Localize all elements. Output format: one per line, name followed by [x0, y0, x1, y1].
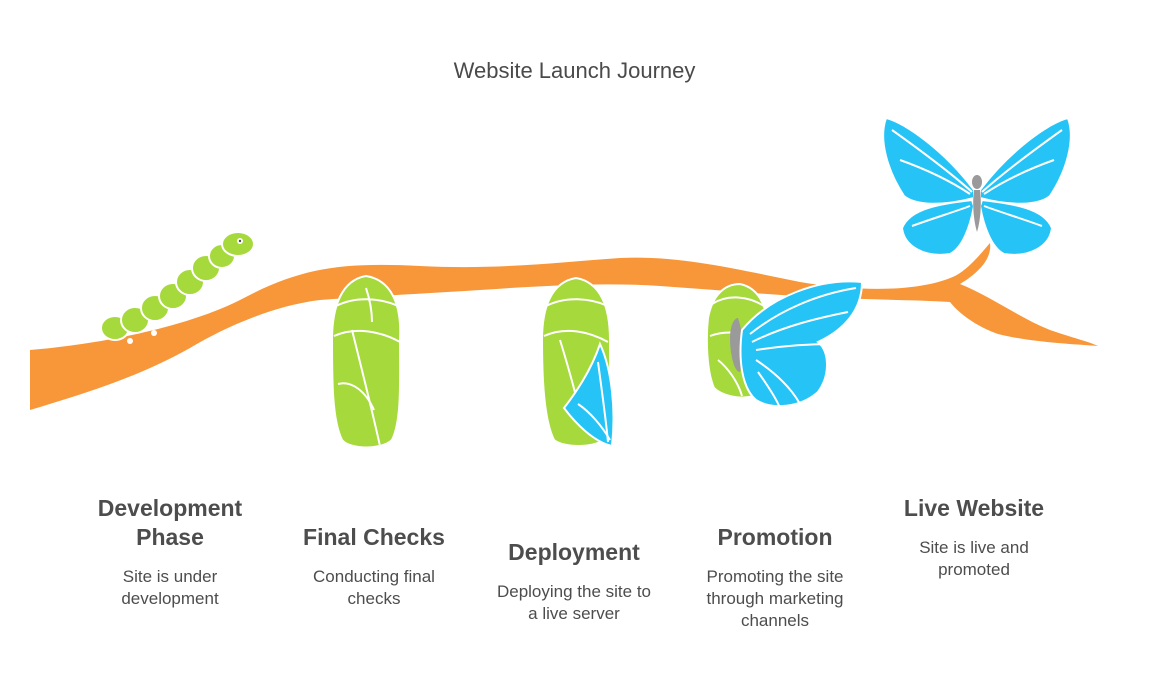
- stage-description: Site is under development: [121, 567, 219, 608]
- stage-heading: Promotion: [717, 524, 833, 550]
- chrysalis-icon: [330, 274, 402, 449]
- branch: [30, 243, 1098, 410]
- stage-heading: Development Phase: [97, 495, 243, 550]
- caterpillar-icon: [100, 231, 255, 344]
- stage-live-website: Live Website Site is live and promoted: [866, 494, 1082, 581]
- diagram-title: Website Launch Journey: [453, 58, 696, 83]
- stage-promotion: Promotion Promoting the site through mar…: [665, 523, 885, 632]
- stage-final-checks: Final Checks Conducting final checks: [274, 523, 474, 610]
- stage-description: Deploying the site to a live server: [496, 582, 652, 623]
- stage-heading: Deployment: [508, 539, 640, 565]
- stage-deployment: Deployment Deploying the site to a live …: [464, 538, 684, 625]
- stage-heading: Live Website: [903, 495, 1045, 521]
- stage-heading: Final Checks: [303, 524, 445, 550]
- stage-description: Site is live and promoted: [919, 538, 1029, 579]
- stage-description: Promoting the site through marketing cha…: [706, 567, 844, 630]
- stage-development: Development Phase Site is under developm…: [70, 494, 270, 610]
- stage-description: Conducting final checks: [313, 567, 435, 608]
- butterfly-icon: [882, 116, 1072, 256]
- emerging-chrysalis-icon: [540, 276, 615, 448]
- emerging-butterfly-icon: [705, 280, 864, 409]
